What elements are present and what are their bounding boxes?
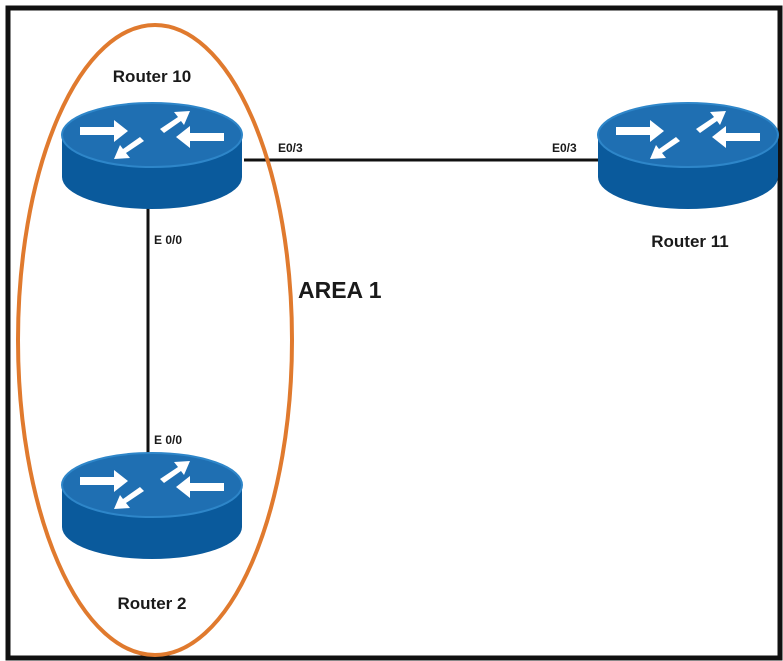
router-10-label: Router 10 bbox=[113, 67, 191, 86]
router-2-label: Router 2 bbox=[118, 594, 187, 613]
router-2-icon[interactable] bbox=[61, 452, 243, 560]
port-label-router2-e00: E 0/0 bbox=[154, 433, 182, 447]
area-1-boundary bbox=[16, 23, 294, 657]
port-label-router10-e00: E 0/0 bbox=[154, 233, 182, 247]
port-label-router10-e03: E0/3 bbox=[278, 141, 303, 155]
router-10-icon[interactable] bbox=[61, 102, 243, 210]
port-label-router11-e03: E0/3 bbox=[552, 141, 577, 155]
area-label: AREA 1 bbox=[298, 277, 382, 303]
router-11-icon[interactable] bbox=[597, 102, 779, 210]
router-11-label: Router 11 bbox=[651, 232, 728, 251]
